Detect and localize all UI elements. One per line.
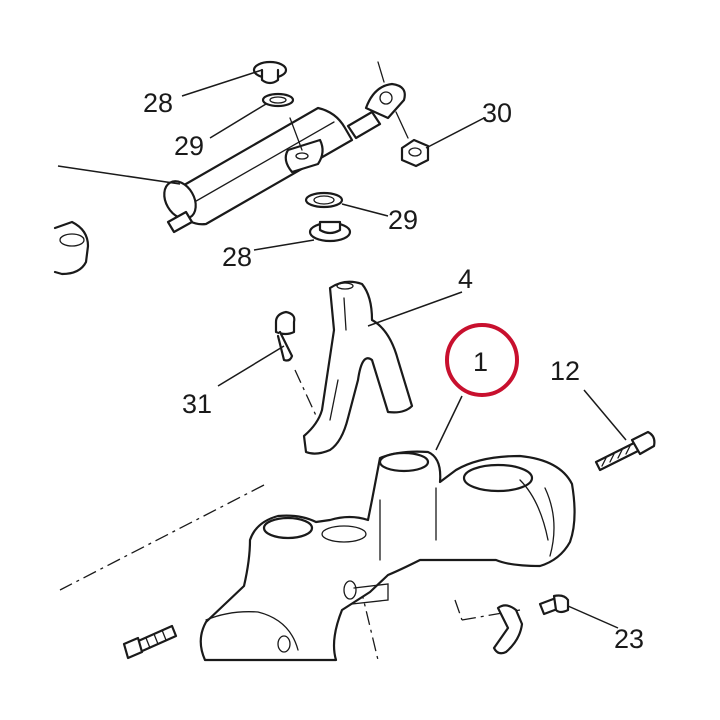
steering-damper [163, 82, 409, 234]
highlight-circle [445, 323, 519, 397]
callout-23: 23 [614, 624, 644, 654]
callout-4: 4 [458, 264, 473, 294]
callout-1: 1 [473, 347, 488, 377]
callout-28-bottom: 28 [222, 242, 252, 272]
washer-cap-bottom [308, 220, 352, 243]
center-lines [59, 61, 521, 661]
callout-29-bottom: 29 [388, 205, 418, 235]
nut [400, 138, 430, 168]
callout-29-top: 29 [174, 131, 204, 161]
screw [274, 310, 296, 362]
callout-28-top: 28 [143, 88, 173, 118]
washer-cap-top [252, 60, 288, 85]
bolt-left [122, 624, 178, 660]
callout-labels: 28 29 30 29 28 4 31 1 12 23 [143, 88, 644, 654]
o-ring-top [261, 92, 295, 108]
callout-31: 31 [182, 389, 212, 419]
partial-part-left [53, 220, 90, 276]
spring-clip [492, 604, 524, 655]
callout-12: 12 [550, 356, 580, 386]
bracket [302, 280, 414, 455]
leader-lines [57, 69, 627, 629]
steering-yoke [199, 450, 576, 662]
callout-30: 30 [482, 98, 512, 128]
o-ring-bottom [304, 191, 344, 209]
bolt-right [594, 430, 656, 472]
screw-small [538, 594, 570, 616]
